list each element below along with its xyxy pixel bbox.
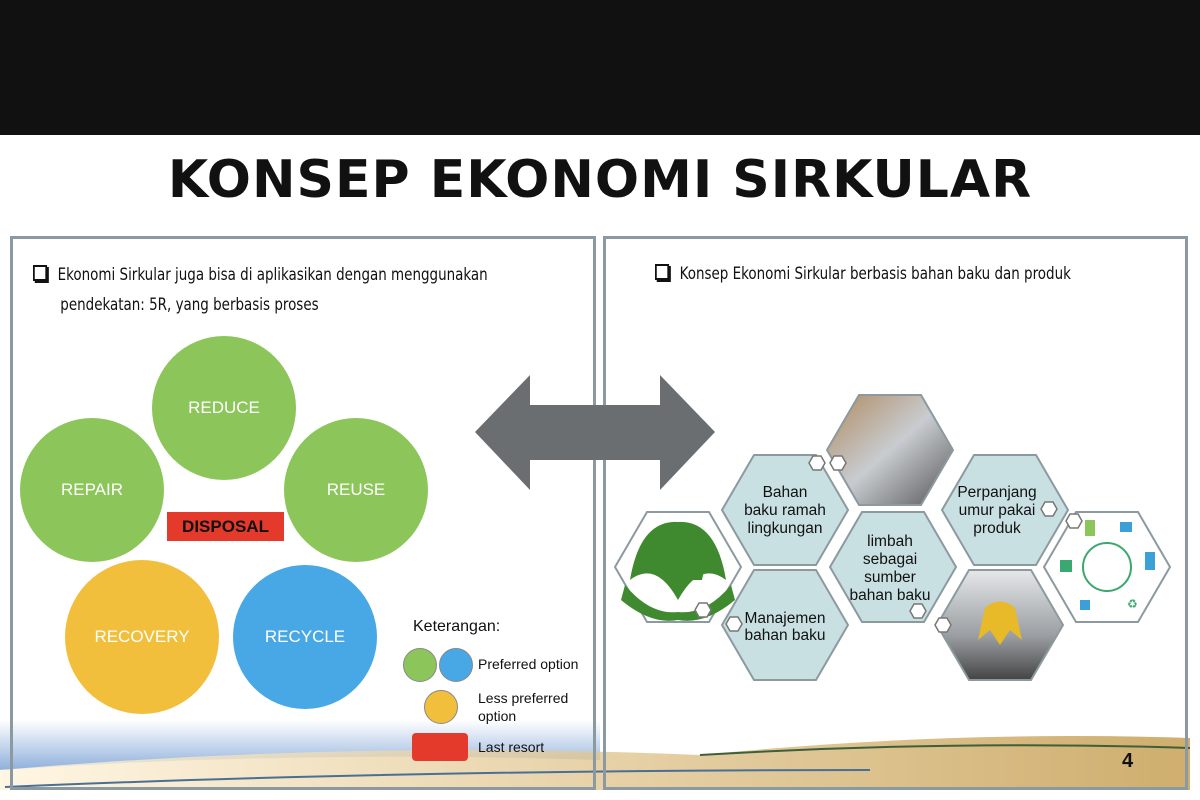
- video-letterbox-bar: [0, 0, 1200, 135]
- hex4-line2: bahan baku: [744, 627, 825, 644]
- hex-perpanjang: [940, 454, 1070, 566]
- bullet-text-line2: pendekatan: 5R, yang berbasis proses: [60, 295, 319, 315]
- circle-reuse: REUSE: [284, 418, 428, 562]
- left-panel: [10, 236, 596, 790]
- legend-preferred: Preferred option: [478, 656, 579, 672]
- legend-green-swatch: [403, 648, 437, 682]
- right-bullet: Konsep Ekonomi Sirkular berbasis bahan b…: [655, 259, 1148, 289]
- hex3-line4: bahan baku: [849, 587, 930, 604]
- hex2-line2: umur pakai: [959, 502, 1036, 519]
- hex-manajemen: [720, 569, 850, 681]
- legend-yellow-swatch: [424, 690, 458, 724]
- bullet-text-line1: Ekonomi Sirkular juga bisa di aplikasika…: [57, 265, 488, 285]
- hex-corner-badges: [694, 455, 1083, 633]
- left-bullet: Ekonomi Sirkular juga bisa di aplikasika…: [33, 260, 579, 320]
- hex2-line3: produk: [973, 520, 1021, 537]
- hex3-line2: sebagai: [863, 551, 917, 568]
- scrap-grabber-icon: [978, 601, 1022, 645]
- legend-last-resort: Last resort: [478, 739, 545, 755]
- legend-red-swatch: [412, 733, 468, 761]
- svg-text:♻: ♻: [1127, 597, 1138, 611]
- hex4-line1: Manajemen: [745, 610, 826, 627]
- hex2-line1: Perpanjang: [957, 484, 1036, 501]
- hex-limbah: [828, 511, 958, 623]
- checkbox-bullet-icon: [33, 265, 48, 281]
- life-cycle-assessment-icon: ♻: [1060, 520, 1155, 611]
- slide-title: KONSEP EKONOMI SIRKULAR: [167, 150, 1033, 210]
- page-number: 4: [1122, 750, 1134, 772]
- hex-bahan-baku-ramah: [720, 454, 850, 566]
- hex1-line1: Bahan: [763, 484, 808, 501]
- hex3-line3: sumber: [864, 569, 916, 586]
- disposal-box: DISPOSAL: [167, 512, 284, 541]
- hex3-line1: limbah: [867, 533, 913, 550]
- right-panel: [603, 236, 1188, 790]
- legend-blue-swatch: [439, 648, 473, 682]
- double-arrow-icon: [475, 375, 715, 490]
- legend-title: Keterangan:: [413, 618, 501, 635]
- hex1-line2: baku ramah: [744, 502, 826, 519]
- hex-lca-icon: [1042, 511, 1172, 623]
- checkbox-bullet-icon: [655, 264, 670, 280]
- hex-materials-photo: [825, 394, 955, 506]
- circle-recycle: RECYCLE: [233, 565, 377, 709]
- circle-repair: REPAIR: [20, 418, 164, 562]
- bullet-text: Konsep Ekonomi Sirkular berbasis bahan b…: [679, 264, 1071, 284]
- hex1-line3: lingkungan: [748, 520, 823, 537]
- circle-recovery: RECOVERY: [65, 560, 219, 714]
- circle-reduce: REDUCE: [152, 336, 296, 480]
